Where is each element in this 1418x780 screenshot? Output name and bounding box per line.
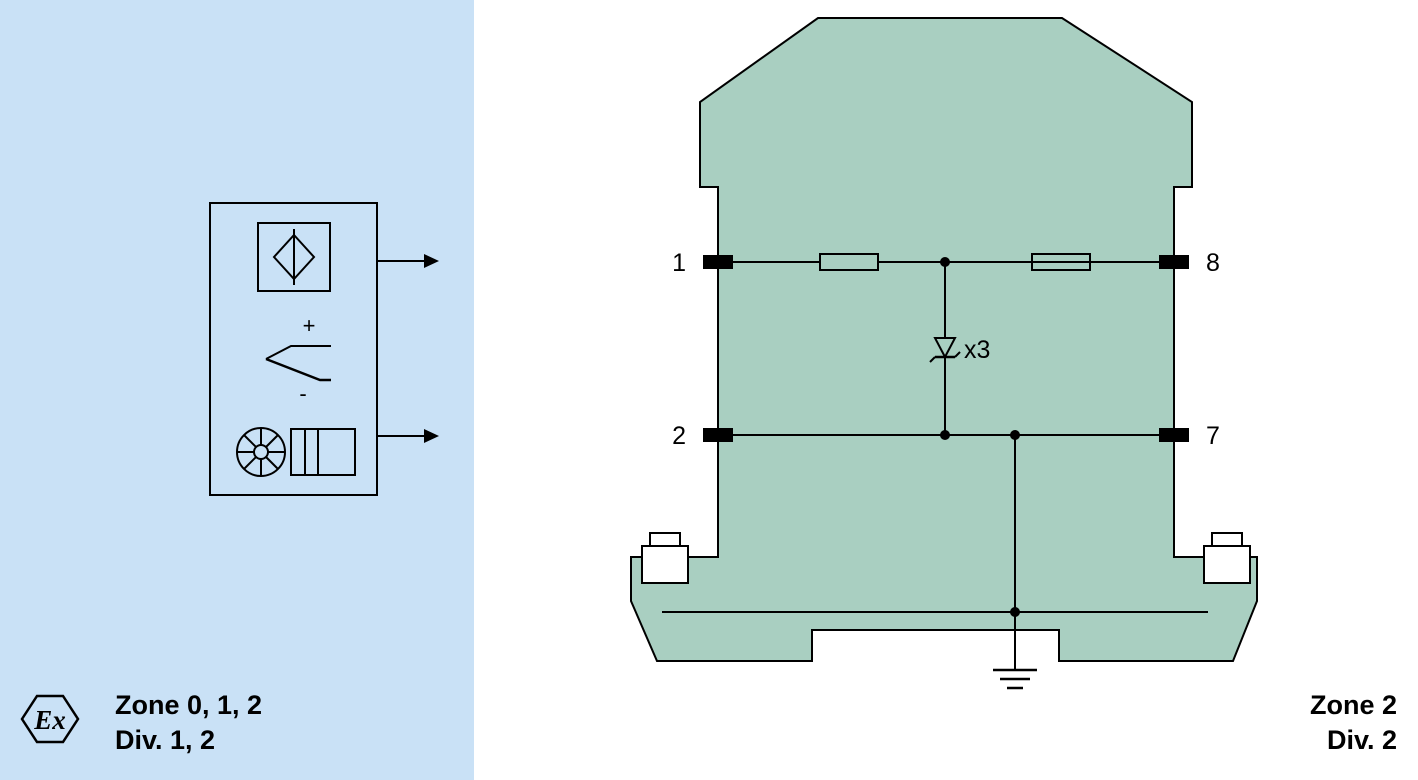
motor-body bbox=[290, 428, 356, 476]
zone-left-label: Zone 0, 1, 2 bbox=[115, 690, 262, 720]
diode-zener-tail bbox=[954, 351, 961, 358]
junction-dot bbox=[1010, 607, 1020, 617]
terminal-label-1: 1 bbox=[672, 249, 686, 277]
atex-hexagon bbox=[20, 694, 80, 744]
ground-icon bbox=[993, 668, 1037, 690]
zener-diode-icon bbox=[929, 337, 961, 363]
minus-sign: - bbox=[299, 381, 306, 406]
junction-dot bbox=[940, 257, 950, 267]
signal-arrow-bottom-icon bbox=[377, 429, 439, 443]
din-rail-clip-left bbox=[641, 532, 689, 584]
terminal-label-8: 8 bbox=[1206, 249, 1220, 277]
terminal-label-2: 2 bbox=[672, 422, 686, 450]
atex-ex-text: Ex bbox=[33, 705, 66, 735]
terminal-pad-7 bbox=[1159, 428, 1189, 442]
terminal-pad-8 bbox=[1159, 255, 1189, 269]
plus-sign: + bbox=[303, 313, 316, 338]
terminal-pad-1 bbox=[703, 255, 733, 269]
resistor-icon bbox=[819, 253, 879, 271]
motor-icon bbox=[236, 427, 356, 477]
div-left-label: Div. 1, 2 bbox=[115, 725, 215, 755]
zone-right-label: Zone 2 bbox=[1310, 690, 1397, 720]
thermocouple-icon: + - bbox=[265, 313, 331, 406]
junction-dot bbox=[1010, 430, 1020, 440]
div-right-label: Div. 2 bbox=[1327, 725, 1397, 755]
proximity-sensor-frame bbox=[257, 222, 331, 292]
fuse-icon bbox=[1030, 253, 1092, 271]
motor-spoke bbox=[265, 456, 279, 470]
clip-cap bbox=[649, 532, 681, 548]
thermocouple-upper-leg bbox=[265, 345, 331, 360]
diode-zener-tail bbox=[929, 356, 936, 363]
motor-spoke bbox=[265, 434, 279, 448]
diode-count-label: x3 bbox=[964, 336, 990, 364]
terminal-pad-2 bbox=[703, 428, 733, 442]
field-device-symbol-group: + - bbox=[209, 202, 439, 496]
motor-spoke bbox=[243, 434, 257, 448]
signal-arrow-top-icon bbox=[377, 254, 439, 268]
clip-body bbox=[641, 545, 689, 584]
barrier-device-group: x3 1 8 2 7 bbox=[630, 17, 1258, 690]
diode-triangle bbox=[933, 337, 957, 360]
proximity-sensor-icon bbox=[257, 222, 331, 292]
arrow-head bbox=[424, 429, 439, 443]
motor-spoke bbox=[243, 456, 257, 470]
junction-dot bbox=[940, 430, 950, 440]
thermocouple-lower-leg bbox=[265, 357, 331, 382]
atex-ex-icon: Ex bbox=[20, 694, 80, 744]
clip-cap bbox=[1211, 532, 1243, 548]
terminal-label-7: 7 bbox=[1206, 422, 1220, 450]
din-rail-clip-right bbox=[1203, 532, 1251, 584]
arrow-head bbox=[424, 254, 439, 268]
clip-body bbox=[1203, 545, 1251, 584]
sensor-box bbox=[209, 202, 378, 496]
hazardous-zone-background bbox=[0, 0, 474, 780]
